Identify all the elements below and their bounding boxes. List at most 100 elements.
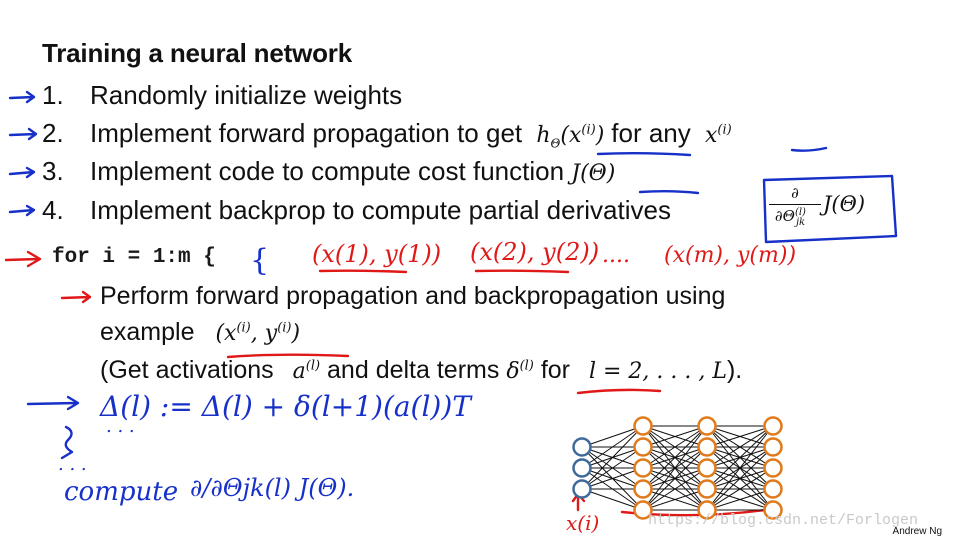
network-edge bbox=[642, 425, 708, 469]
hidden-unit bbox=[633, 437, 653, 457]
hidden-unit bbox=[633, 500, 653, 520]
arrow-update-icon bbox=[26, 395, 80, 411]
hidden-unit bbox=[697, 416, 717, 436]
output-unit bbox=[763, 416, 783, 436]
watermark: https://blog.csdn.net/Forlogen bbox=[648, 512, 919, 529]
network-edge bbox=[581, 425, 644, 448]
ellipsis-text: . . . bbox=[106, 416, 135, 437]
network-edge bbox=[706, 488, 774, 511]
example-m: (x(m), y(m)) bbox=[664, 243, 796, 268]
step-text: Implement forward propagation to get bbox=[90, 118, 523, 148]
arrow-step-2-icon bbox=[8, 127, 38, 141]
output-unit bbox=[763, 479, 783, 499]
author-credit: Andrew Ng bbox=[892, 526, 942, 537]
partial-derivative-math: ∂ ∂Θ(l)jk J(Θ) bbox=[763, 178, 895, 238]
network-edge bbox=[642, 446, 708, 511]
cost-function-symbol: J(Θ) bbox=[823, 192, 866, 216]
step-number: 2. bbox=[42, 118, 64, 148]
example-ellipsis: , .... bbox=[588, 243, 630, 268]
open-brace: { bbox=[250, 243, 269, 278]
example-math: (x(i), y(i)) bbox=[215, 320, 301, 346]
layer-range-math: l = 2, . . . , L bbox=[588, 359, 727, 384]
fraction-numerator: ∂ bbox=[791, 184, 799, 202]
output-unit bbox=[763, 458, 783, 478]
arrow-step-4-icon bbox=[8, 204, 36, 217]
network-edge bbox=[581, 425, 644, 490]
step-number: 1. bbox=[42, 80, 64, 110]
delta-label: and delta terms bbox=[327, 356, 500, 384]
example-1: (x(1), y(1)) bbox=[312, 240, 441, 268]
sub-bullet-line-2: example (x(i), y(i)) bbox=[100, 318, 300, 347]
arrow-step-3-icon bbox=[8, 166, 36, 179]
underline-example-1 bbox=[318, 269, 408, 274]
closing-paren: ). bbox=[726, 356, 743, 384]
network-edge bbox=[642, 488, 708, 511]
underline-example-math bbox=[226, 353, 350, 359]
step-1: 1. Randomly initialize weights bbox=[42, 80, 402, 111]
network-edge bbox=[706, 425, 774, 448]
network-edge bbox=[581, 488, 644, 511]
for-label: for bbox=[540, 356, 571, 384]
input-label: x(i) bbox=[566, 511, 599, 535]
network-edge bbox=[642, 425, 708, 448]
delta-math: δ(l) bbox=[506, 358, 534, 384]
activations-label: (Get activations bbox=[100, 356, 274, 384]
hypothesis-math: hΘ(x(i)) bbox=[529, 122, 612, 151]
step-text: Implement code to compute cost function bbox=[90, 156, 565, 186]
hidden-unit bbox=[633, 479, 653, 499]
step-number: 3. bbox=[42, 156, 64, 186]
hidden-unit bbox=[697, 500, 717, 520]
fraction-denominator: ∂Θ(l)jk bbox=[774, 207, 806, 228]
input-unit bbox=[572, 458, 592, 478]
network-edge bbox=[581, 467, 644, 490]
hidden-unit bbox=[697, 479, 717, 499]
network-edge bbox=[581, 446, 644, 490]
box-partial-derivative bbox=[762, 174, 898, 244]
sub-bullet-line-3: (Get activations a(l) and delta terms δ(… bbox=[100, 356, 742, 385]
hidden-unit bbox=[633, 416, 653, 436]
step-2: 2. Implement forward propagation to get h… bbox=[42, 118, 732, 150]
arrow-for-loop-icon bbox=[4, 250, 42, 268]
activation-math: a(l) bbox=[292, 358, 321, 384]
step-text: Implement backprop to compute partial de… bbox=[90, 195, 671, 225]
brace-close bbox=[60, 425, 74, 460]
example-label: example bbox=[100, 318, 195, 346]
step-text: Randomly initialize weights bbox=[90, 80, 403, 110]
example-2: (x(2), y(2)) bbox=[470, 238, 599, 266]
hidden-unit bbox=[697, 458, 717, 478]
input-math: x(i) bbox=[698, 122, 732, 148]
underline-cost bbox=[638, 190, 700, 195]
output-unit bbox=[763, 437, 783, 457]
network-edge bbox=[706, 425, 774, 469]
sub-bullet-line-1: Perform forward propagation and backprop… bbox=[100, 282, 726, 310]
slide-title: Training a neural network bbox=[42, 38, 352, 68]
update-rule: Δ(l) := Δ(l) + δ(l+1)(a(l))T bbox=[99, 390, 473, 423]
arrow-sub-bullet-icon bbox=[60, 290, 92, 304]
step-number: 4. bbox=[42, 195, 64, 225]
network-edge bbox=[706, 425, 774, 490]
arrow-step-1-icon bbox=[8, 90, 36, 104]
compute-expression: ∂/∂Θjk(l) J(Θ). bbox=[190, 474, 354, 502]
network-edge bbox=[642, 425, 708, 490]
underline-x bbox=[790, 146, 828, 152]
dots-text: . . . bbox=[58, 454, 87, 475]
step-text-after: for any bbox=[611, 118, 691, 148]
cost-function-math: J(Θ) bbox=[571, 161, 616, 186]
step-3: 3. Implement code to compute cost functio… bbox=[42, 156, 615, 187]
input-unit bbox=[572, 479, 592, 499]
output-unit bbox=[763, 500, 783, 520]
hidden-unit bbox=[697, 437, 717, 457]
network-edge bbox=[642, 467, 708, 511]
underline-delta bbox=[576, 388, 662, 395]
input-unit bbox=[572, 437, 592, 457]
compute-text: compute bbox=[64, 477, 178, 507]
network-edge bbox=[581, 425, 644, 469]
network-edge bbox=[642, 425, 708, 511]
hidden-unit bbox=[633, 458, 653, 478]
fraction: ∂ ∂Θ(l)jk bbox=[769, 184, 821, 228]
underline-example-2 bbox=[474, 269, 570, 274]
underline-hypothesis bbox=[596, 152, 692, 157]
network-edge bbox=[706, 446, 774, 511]
step-4: 4. Implement backprop to compute partial … bbox=[42, 195, 671, 226]
